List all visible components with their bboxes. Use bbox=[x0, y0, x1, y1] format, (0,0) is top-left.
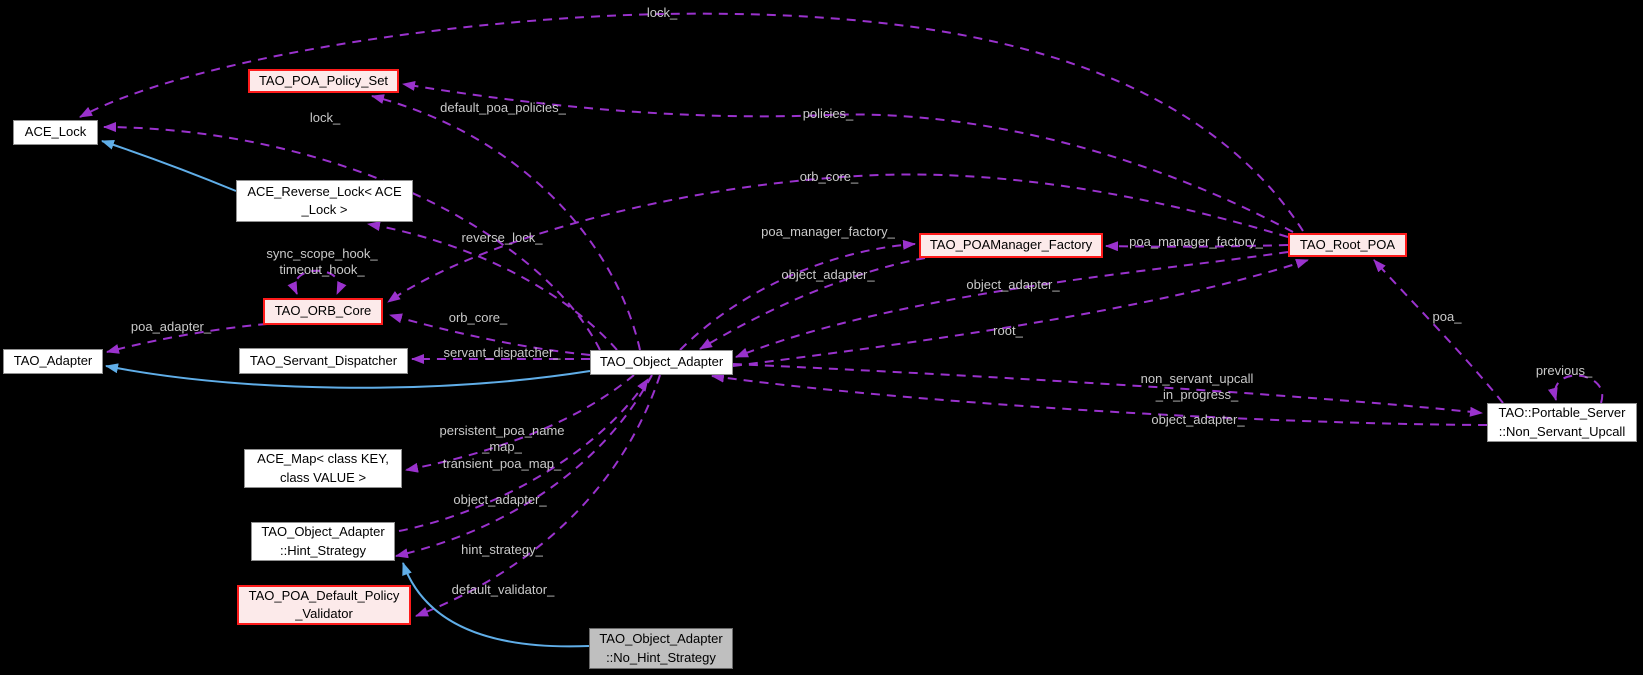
edge-poa bbox=[1373, 259, 1504, 404]
edge-label-policies: policies_ bbox=[802, 106, 854, 121]
node-ace-lock[interactable]: ACE_Lock bbox=[13, 120, 98, 145]
edge-label-default-poa-policies: default_poa_policies_ bbox=[440, 100, 566, 115]
node-default-policy-validator[interactable]: TAO_POA_Default_Policy _Validator bbox=[237, 585, 411, 625]
edge-label-object-adapter-root: object_adapter_ bbox=[966, 277, 1060, 292]
edge-label-poa-manager-factory-right: poa_manager_factory_ bbox=[1129, 234, 1263, 249]
edge-previous-loop bbox=[1547, 374, 1604, 404]
edge-label-root: root_ bbox=[993, 323, 1023, 338]
edge-label-lock-top: lock_ bbox=[646, 5, 678, 20]
edge-label-hint-strategy: hint_strategy_ bbox=[461, 542, 543, 557]
node-non-servant-upcall[interactable]: TAO::Portable_Server ::Non_Servant_Upcal… bbox=[1487, 403, 1637, 442]
edge-label-orb-core-top: orb_core_ bbox=[799, 169, 859, 184]
node-hint-strategy[interactable]: TAO_Object_Adapter ::Hint_Strategy bbox=[251, 522, 395, 561]
node-servant-dispatcher[interactable]: TAO_Servant_Dispatcher bbox=[239, 348, 408, 374]
node-no-hint-strategy[interactable]: TAO_Object_Adapter ::No_Hint_Strategy bbox=[589, 628, 733, 669]
edge-label-orb-core-left: orb_core_ bbox=[448, 310, 508, 325]
edge-label-sync-scope-hook: sync_scope_hook_ timeout_hook_ bbox=[266, 246, 378, 278]
edge-inherit-no-hint-to-hint bbox=[402, 562, 590, 648]
edge-label-object-adapter-upcall: object_adapter_ bbox=[1151, 412, 1245, 427]
edge-label-poa-manager-factory-left: poa_manager_factory_ bbox=[761, 224, 895, 239]
edge-label-non-servant-upcall: non_servant_upcall _in_progress_ bbox=[1140, 371, 1254, 403]
edge-label-lock-mid: lock_ bbox=[309, 110, 341, 125]
edge-non-servant-upcall bbox=[732, 363, 1483, 417]
edge-inherit-reverse-lock-to-ace-lock bbox=[101, 140, 237, 192]
edge-label-poa: poa_ bbox=[1432, 309, 1462, 324]
node-tao-adapter[interactable]: TAO_Adapter bbox=[3, 349, 103, 374]
edge-label-poa-name-maps: persistent_poa_name _map_ transient_poa_… bbox=[439, 423, 565, 471]
edge-label-poa-adapter: poa_adapter_ bbox=[130, 319, 212, 334]
node-root-poa[interactable]: TAO_Root_POA bbox=[1288, 233, 1407, 257]
edge-label-default-validator: default_validator_ bbox=[451, 582, 555, 597]
node-ace-map[interactable]: ACE_Map< class KEY, class VALUE > bbox=[244, 449, 402, 488]
edge-label-object-adapter-factory: object_adapter_ bbox=[781, 267, 875, 282]
node-object-adapter[interactable]: TAO_Object_Adapter bbox=[590, 350, 733, 375]
node-orb-core[interactable]: TAO_ORB_Core bbox=[263, 298, 383, 325]
edge-label-previous: previous_ bbox=[1535, 363, 1593, 378]
edge-label-reverse-lock: reverse_lock_ bbox=[461, 230, 543, 245]
edge-label-object-adapter-hint: object_adapter_ bbox=[453, 492, 547, 507]
edge-label-servant-dispatcher: servant_dispatcher_ bbox=[443, 345, 561, 360]
node-poamanager-factory[interactable]: TAO_POAManager_Factory bbox=[919, 233, 1103, 258]
node-poa-policy-set[interactable]: TAO_POA_Policy_Set bbox=[248, 69, 399, 93]
edge-poa-manager-factory-left bbox=[679, 239, 916, 351]
node-ace-reverse-lock[interactable]: ACE_Reverse_Lock< ACE _Lock > bbox=[236, 180, 413, 222]
edge-object-adapter-from-upcall bbox=[711, 372, 1488, 426]
